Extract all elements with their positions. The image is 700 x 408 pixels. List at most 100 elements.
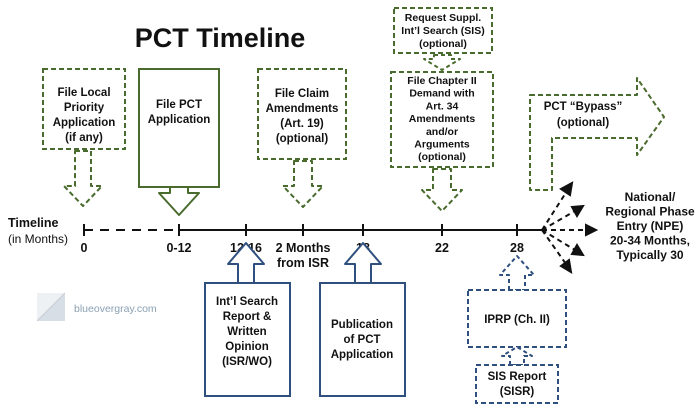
label-line: (optional) (276, 133, 329, 145)
fan-arrow-line (541, 229, 567, 265)
up-arrow-icon (499, 255, 535, 291)
down-arrow-icon (158, 186, 200, 216)
arrowhead-icon (570, 204, 585, 218)
box-outline (475, 364, 559, 404)
label-line: Arguments (414, 139, 470, 151)
label-line: from ISR (277, 256, 329, 270)
label-line: Int’l Search (216, 296, 278, 308)
box-outline (467, 289, 567, 348)
box-outline (390, 71, 494, 168)
publication-box: Publication of PCT Application (319, 242, 406, 397)
label-line: 22 (435, 241, 449, 255)
label-line: Application (148, 114, 211, 126)
arrowhead-icon (570, 243, 585, 257)
label-line: Request Suppl. (405, 12, 482, 24)
label-line: Opinion (225, 341, 268, 353)
label-line: Art. 34 (426, 100, 459, 112)
box-outline (393, 7, 493, 54)
iprp-box: IPRP (Ch. II) (467, 255, 567, 348)
label-line: Regional Phase (605, 205, 695, 219)
fan-arrow-line (541, 229, 576, 251)
label-line: IPRP (Ch. II) (484, 314, 550, 326)
label-line: (Art. 19) (280, 118, 324, 130)
up-arrow-icon (501, 346, 533, 366)
down-arrow-icon (282, 160, 324, 208)
fan-arrow-line (541, 190, 568, 231)
down-arrow-icon (423, 54, 461, 71)
box-label: File PCT Application (148, 99, 211, 126)
box-outline (257, 68, 347, 160)
arrowhead-icon (559, 181, 574, 197)
bypass-label: PCT “Bypass” (optional) (544, 101, 623, 129)
request-suppl-search-box: Request Suppl.Int’l Search (SIS)(optiona… (393, 7, 493, 71)
label-line: 0 (81, 241, 88, 255)
national-phase-arrows (541, 181, 599, 274)
label-line: SIS Report (488, 371, 547, 383)
diagram-title: PCT Timeline (135, 23, 306, 53)
sis-report-box: SIS Report (SISR) (475, 346, 559, 404)
box-label: Request Suppl.Int’l Search (SIS)(optiona… (401, 12, 484, 50)
label-line: Publication (331, 319, 393, 331)
pct-bypass-arrow: PCT “Bypass” (optional) (529, 77, 665, 191)
label-line: Written (227, 326, 266, 338)
label-line: File Chapter II (407, 75, 477, 87)
label-line: 20-34 Months, (610, 234, 690, 248)
right-arrow-icon (529, 77, 665, 191)
label-line: Report & (223, 311, 272, 323)
box-label: IPRP (Ch. II) (484, 314, 550, 326)
watermark-logo-icon (36, 292, 66, 322)
label-line: (optional) (418, 151, 466, 163)
label-line: Amendments (266, 103, 339, 115)
label-line: Amendments (409, 113, 476, 125)
timeline-axis (83, 224, 542, 236)
label-line: File Claim (275, 88, 329, 100)
down-arrow-icon (63, 150, 103, 207)
label-line: of PCT (343, 334, 380, 346)
label-line: Typically 30 (616, 248, 683, 262)
label-line: (optional) (557, 117, 610, 129)
label-line: 2 Months (276, 241, 331, 255)
label-line: (optional) (419, 38, 467, 50)
label-line: Application (331, 349, 394, 361)
logo-diagonal (36, 292, 66, 322)
label-line: File Local (57, 87, 110, 99)
label-line: Priority (64, 102, 105, 114)
arrowhead-icon (559, 258, 573, 274)
watermark-text: blueovergray.com (74, 303, 157, 315)
tick-label-22: 22 (435, 241, 449, 255)
label-line: PCT “Bypass” (544, 101, 623, 113)
label-line: Int’l Search (SIS) (401, 25, 484, 37)
label-line: and/or (426, 126, 458, 138)
label-line: (if any) (65, 132, 103, 144)
label-line: (SISR) (500, 386, 535, 398)
tick-label-0: 0 (81, 241, 88, 255)
label-line: 28 (510, 241, 524, 255)
axis-sublabel: (in Months) (8, 232, 68, 246)
arrowhead-icon (585, 223, 599, 237)
box-outline (42, 68, 126, 150)
down-arrow-icon (421, 168, 463, 212)
box-label: Publication of PCT Application (331, 319, 394, 361)
label-line: Demand with (409, 88, 474, 100)
label-line: 0-12 (166, 241, 191, 255)
tick-label-28: 28 (510, 241, 524, 255)
file-pct-application-box: File PCT Application (138, 68, 220, 216)
label-line: File PCT (156, 99, 202, 111)
up-arrow-icon (344, 242, 382, 284)
box-label: SIS Report (SISR) (488, 371, 547, 398)
label-line: (ISR/WO) (222, 356, 272, 368)
box-outline (138, 68, 220, 188)
label-line: National/ (625, 190, 676, 204)
box-outline (204, 282, 291, 397)
fan-arrow-line (541, 210, 576, 231)
